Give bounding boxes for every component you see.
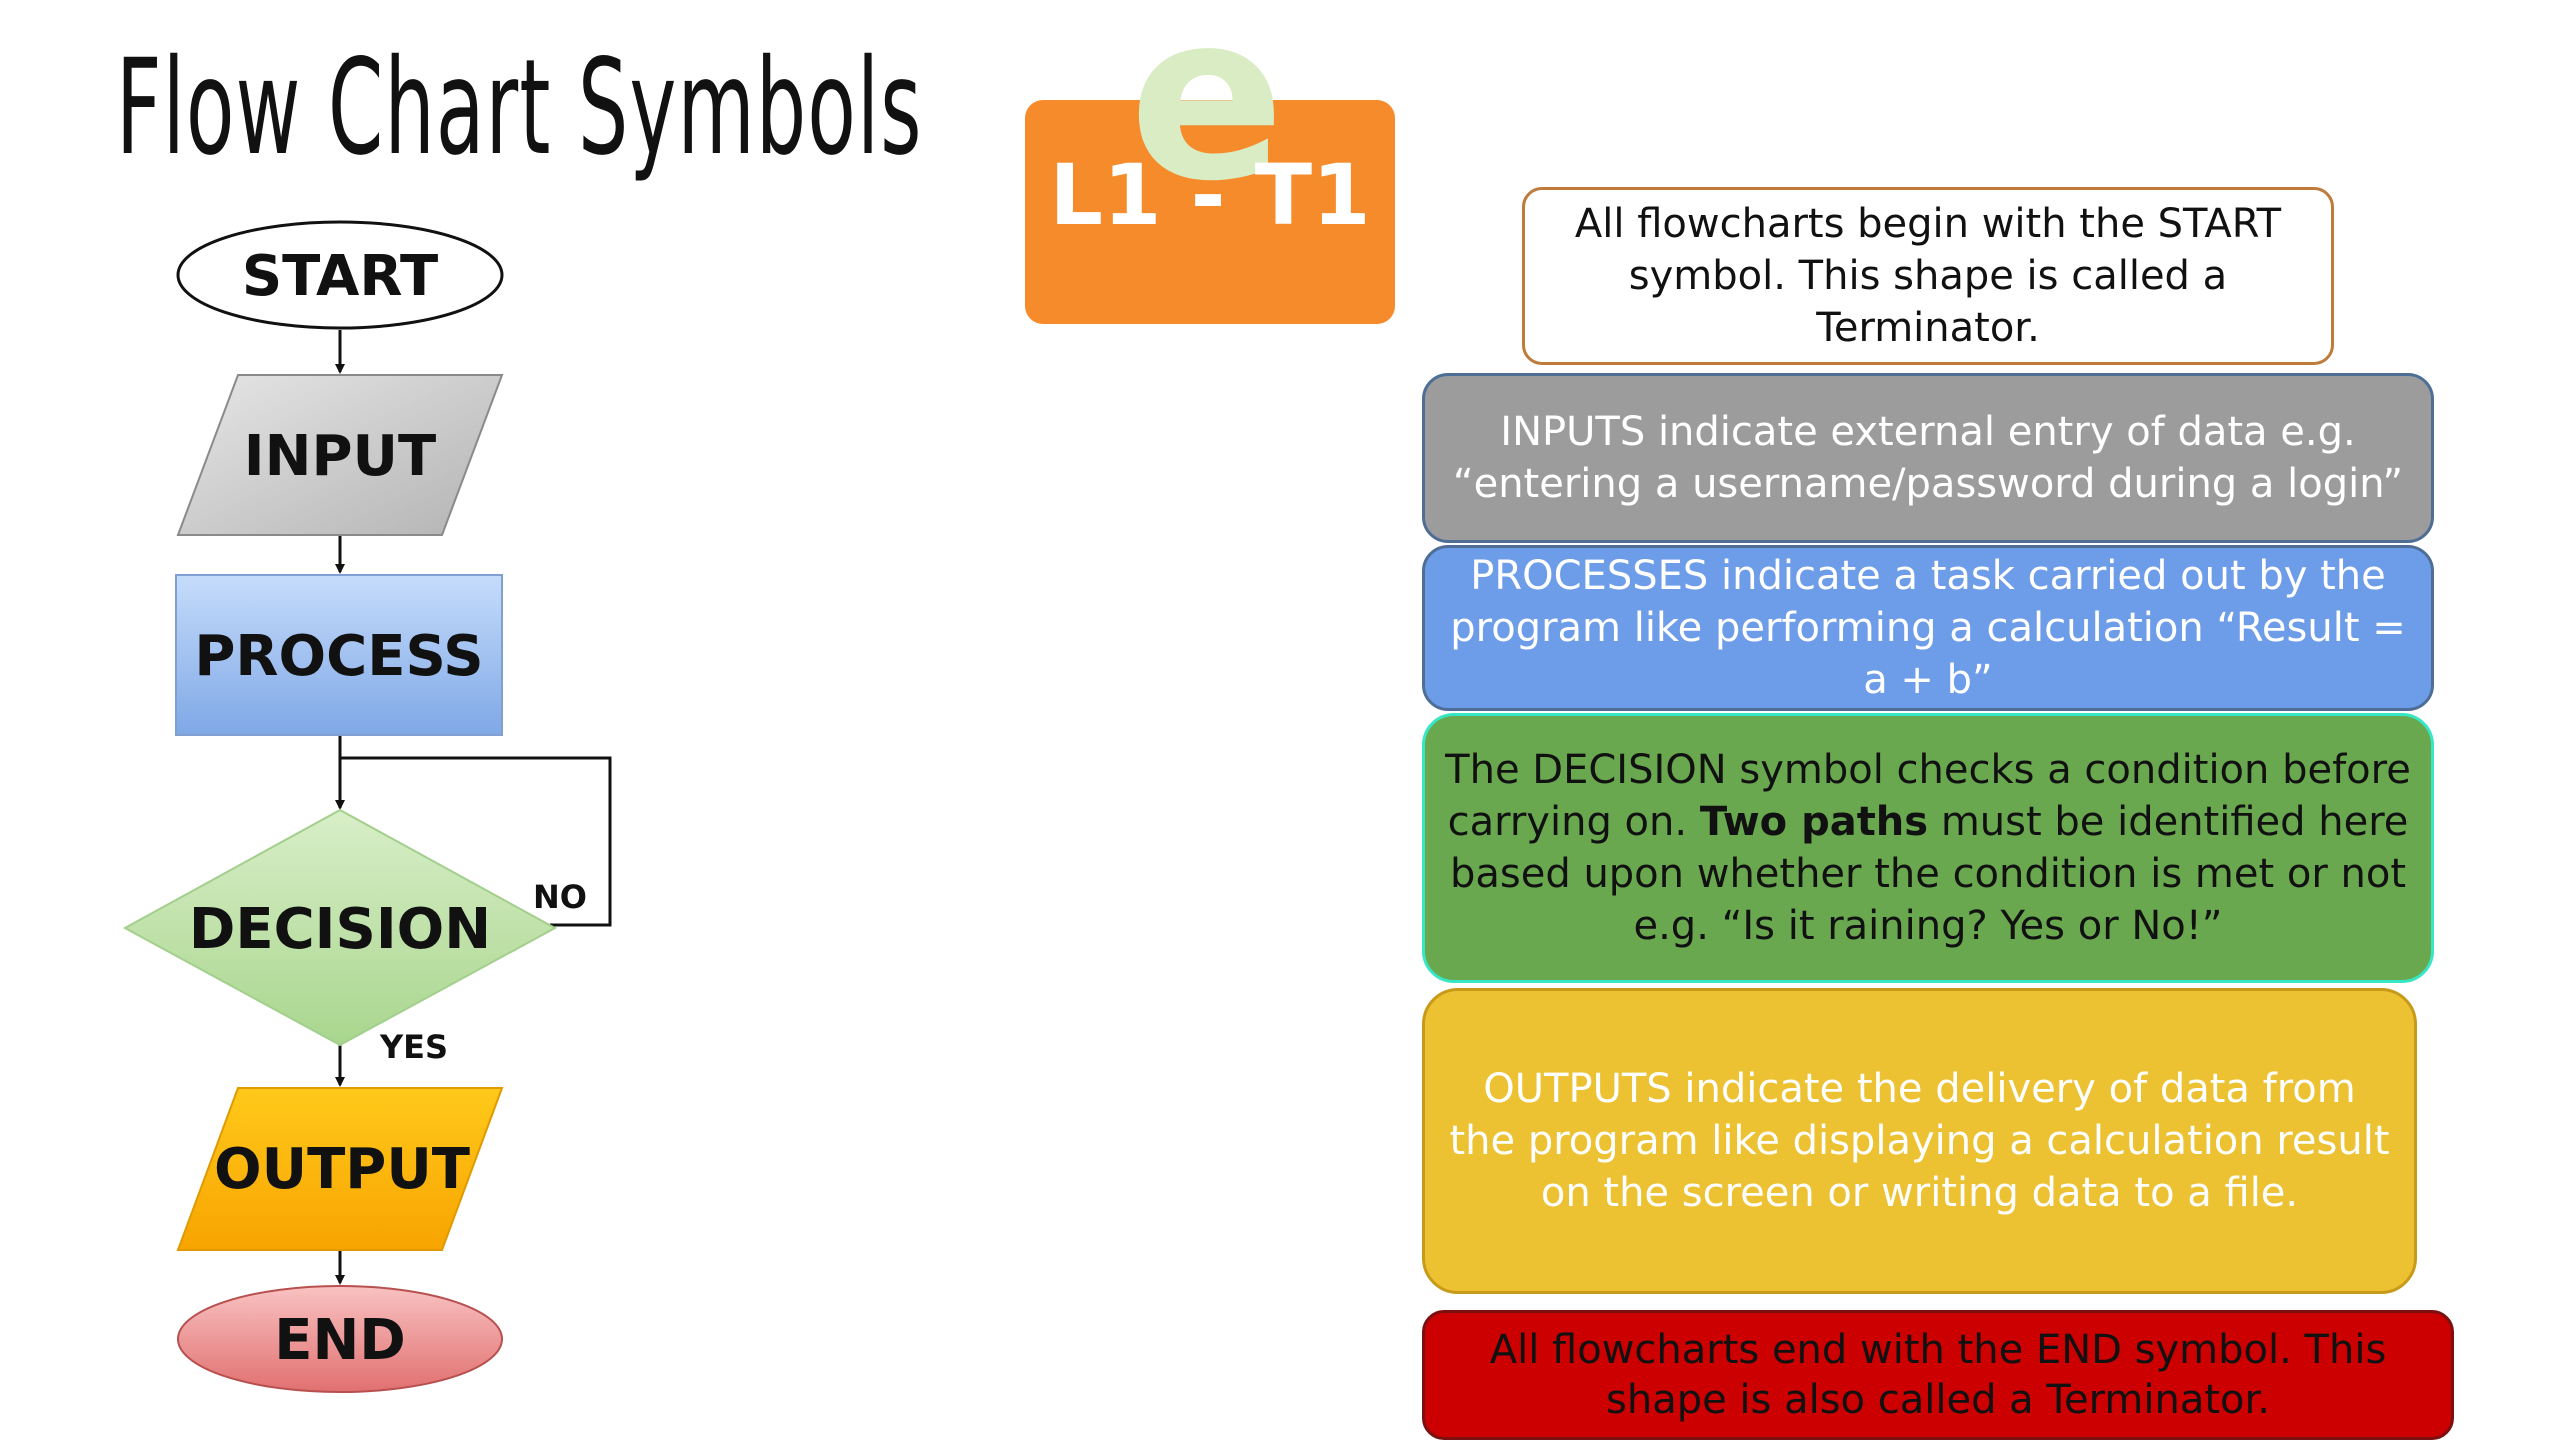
loop-no-line [340,756,612,927]
output-description-text: OUTPUTS indicate the delivery of data fr… [1449,1066,2390,1216]
input-description: INPUTS indicate external entry of data e… [1422,373,2434,543]
decision-label: DECISION [189,897,491,962]
start-label: START [242,244,438,309]
output-description: OUTPUTS indicate the delivery of data fr… [1422,988,2417,1294]
page-title: Flow Chart Symbols [116,31,923,185]
process-rectangle [175,574,503,736]
input-parallelogram [176,374,504,536]
logo: e L1 - T1 [1025,0,1405,328]
no-label: NO [533,878,587,916]
start-terminator [176,220,504,330]
input-label: INPUT [244,424,436,489]
decision-description-before: The DECISION symbol checks a condition b… [1445,747,2411,845]
logo-box [1025,100,1395,324]
logo-text: L1 - T1 [1049,146,1371,244]
yes-label: YES [379,1028,448,1066]
output-label: OUTPUT [214,1137,470,1202]
decision-description: The DECISION symbol checks a condition b… [1422,713,2434,983]
decision-description-bold: Two paths [1699,799,1929,845]
end-terminator [177,1285,503,1393]
logo-letter: e [1129,0,1285,232]
decision-description-wrap: The DECISION symbol checks a condition b… [1445,744,2411,952]
start-description-text: All flowcharts begin with the START symb… [1574,201,2282,351]
process-description: PROCESSES indicate a task carried out by… [1422,545,2434,711]
decision-diamond [122,808,558,1047]
output-parallelogram [176,1087,504,1251]
process-label: PROCESS [194,624,483,689]
start-description: All flowcharts begin with the START symb… [1522,187,2334,365]
input-description-text: INPUTS indicate external entry of data e… [1452,409,2404,507]
end-description-text: All flowcharts end with the END symbol. … [1489,1327,2387,1423]
end-description: All flowcharts end with the END symbol. … [1422,1310,2454,1440]
decision-description-after: must be identified here based upon wheth… [1449,799,2409,949]
process-description-text: PROCESSES indicate a task carried out by… [1450,553,2406,703]
end-label: END [274,1308,406,1373]
